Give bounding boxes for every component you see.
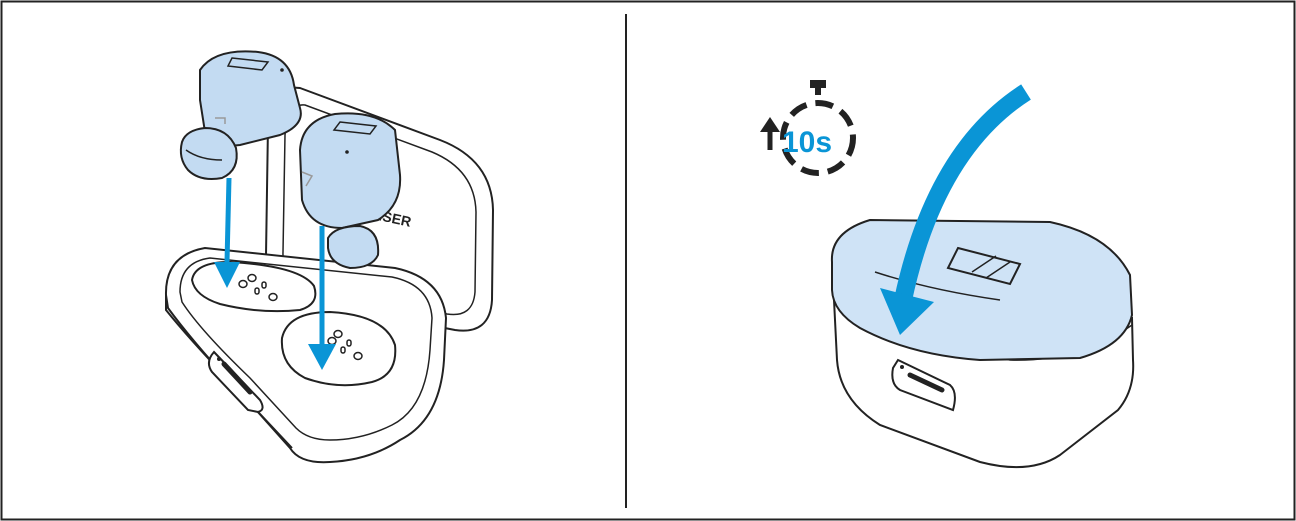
timer-label: 10s	[782, 126, 832, 159]
brand-logo-icon	[332, 121, 378, 135]
close-lid-arrow	[880, 84, 1031, 335]
brand-logo-icon	[946, 246, 1022, 286]
brand-logo-icon	[226, 57, 270, 71]
charging-case-base	[164, 246, 448, 464]
charging-case-closed	[830, 218, 1135, 469]
left-panel: ISER	[164, 50, 495, 464]
right-earbud	[298, 112, 402, 270]
usb-c-port	[891, 358, 956, 412]
right-panel: 10s	[760, 80, 1135, 469]
charging-contacts	[238, 273, 363, 361]
usb-c-port	[208, 350, 264, 414]
left-earbud	[179, 50, 302, 180]
insert-arrow-right	[308, 226, 336, 370]
insert-arrow-left	[214, 177, 240, 288]
timer-icon: 10s	[760, 80, 856, 176]
